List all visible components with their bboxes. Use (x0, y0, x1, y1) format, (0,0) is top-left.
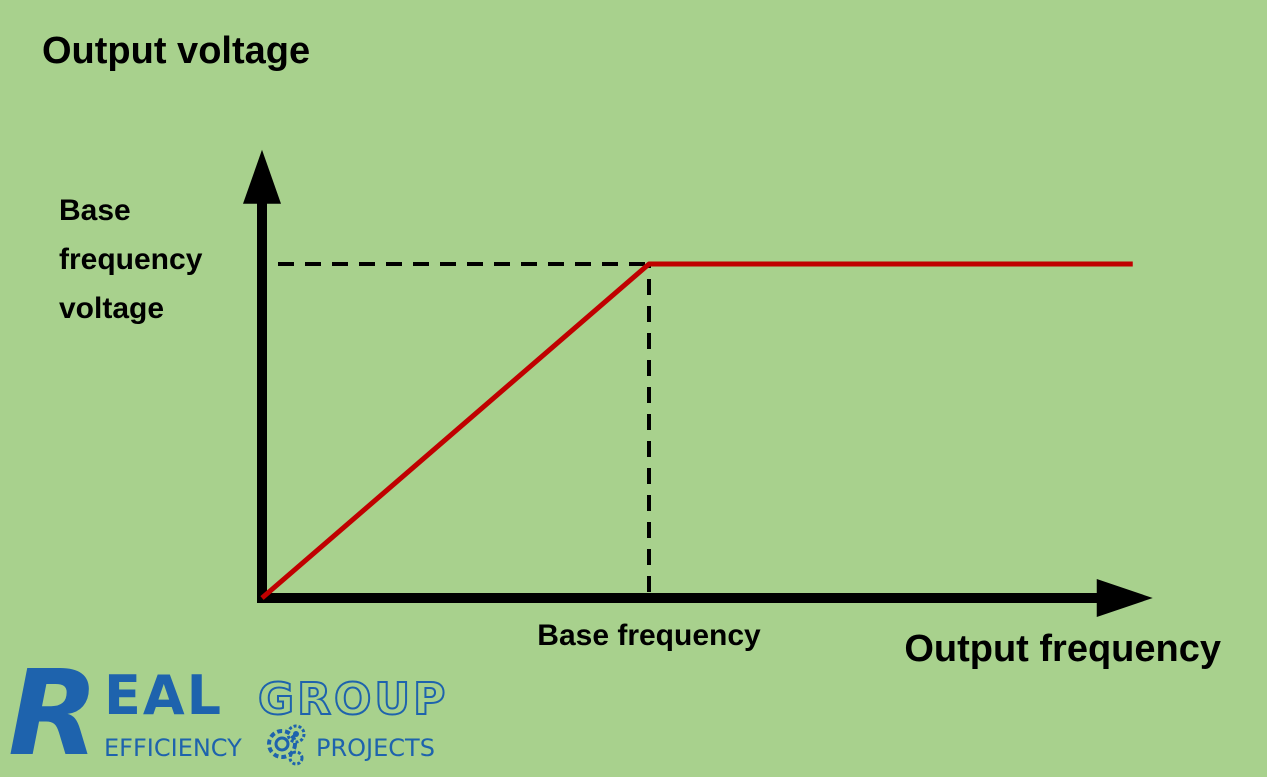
series-group (260, 261, 1133, 600)
axes (243, 149, 1153, 617)
logo-tagline-left: EFFICIENCY (104, 734, 242, 762)
realgroup-logo: R EAL GROUP EFFICIENCY PROJECTS (8, 668, 448, 768)
x-tick-label: Base frequency (537, 619, 761, 652)
logo-word-1: EAL (104, 668, 223, 727)
y-tick-line-1: Base (59, 194, 131, 227)
series-line-1 (260, 261, 1133, 600)
x-axis-arrow (1096, 579, 1153, 617)
logo-tagline-right: PROJECTS (316, 734, 435, 762)
x-axis-label: Output frequency (904, 628, 1221, 670)
logo-word-2: GROUP (258, 674, 448, 725)
logo-big-letter: R (8, 668, 99, 768)
y-axis-label: Output voltage (42, 30, 310, 72)
y-tick-label: Base frequency voltage (59, 194, 211, 325)
y-tick-line-3: voltage (59, 292, 164, 325)
reference-lines (278, 262, 651, 592)
y-tick-line-2: frequency (59, 243, 203, 276)
y-axis-arrow (243, 149, 281, 204)
gears-icon (267, 724, 306, 766)
